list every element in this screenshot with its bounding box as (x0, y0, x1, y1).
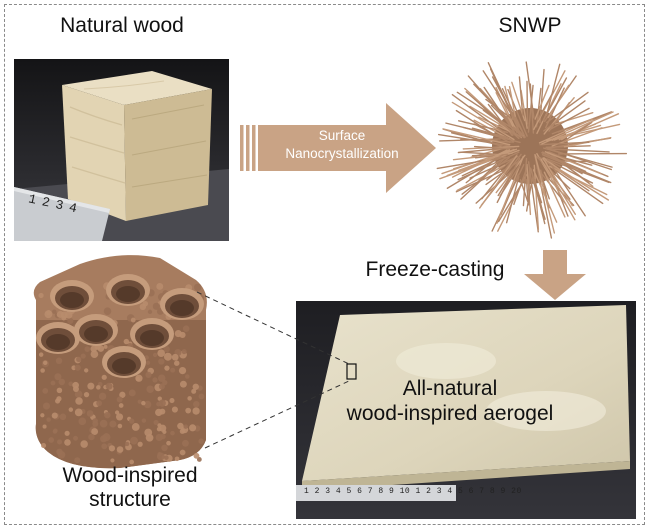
ruler-digit: 1 (304, 487, 310, 496)
ruler-digit: 10 (399, 487, 411, 496)
ruler-digit: 6 (357, 487, 363, 496)
ruler-digit: 7 (479, 487, 485, 496)
structure-label-line2: structure (89, 487, 171, 511)
ruler-digit: 20 (511, 487, 522, 496)
arrow-label-line1: Surface (318, 128, 366, 143)
ruler-digit: 1 (415, 487, 421, 496)
ruler-digit: 9 (500, 487, 506, 496)
snwp-particle-illustration (436, 61, 628, 239)
dashed-frame (4, 4, 645, 525)
aerogel-photo: 1 2 3 4 5 6 7 8 9 10 1 2 3 4 5 6 7 8 9 2… (296, 301, 636, 519)
aerogel-label-line2: wood-inspired aerogel (346, 402, 554, 426)
ruler-digit: 5 (458, 487, 464, 496)
ruler-digit: 4 (447, 487, 453, 496)
long-ruler-digits: 1 2 3 4 5 6 7 8 9 10 1 2 3 4 5 6 7 8 9 2… (304, 487, 522, 496)
leader-line-bottom (204, 380, 350, 449)
ruler-digit: 6 (468, 487, 474, 496)
wood-inspired-structure-label: Wood-inspired structure (30, 464, 230, 511)
ruler-digit: 2 (314, 487, 320, 496)
ruler-digit: 9 (389, 487, 395, 496)
wood-cube-illustration (14, 71, 229, 241)
leader-line-top (196, 291, 350, 365)
honeycomb-structure-illustration (33, 255, 207, 469)
snwp-label: SNWP (498, 14, 562, 37)
ruler-digit: 3 (436, 487, 443, 496)
arrow-label: Surface Nanocrystallization (262, 127, 422, 163)
ruler-digit: 8 (378, 487, 384, 496)
aerogel-label-line1: All-natural (402, 377, 498, 400)
aerogel-label: All-natural wood-inspired aerogel (330, 376, 570, 426)
natural-wood-photo: 1234 (14, 59, 229, 241)
ruler-digit: 8 (489, 487, 496, 496)
ruler-digit: 2 (426, 487, 432, 496)
ruler-digit: 4 (335, 487, 342, 496)
freeze-casting-label: Freeze-casting (365, 258, 505, 281)
natural-wood-label: Natural wood (60, 14, 184, 37)
process-arrow-down (524, 250, 586, 300)
structure-label-line1: Wood-inspired (62, 464, 198, 487)
process-arrow-right (240, 103, 436, 193)
ruler-digit: 3 (325, 487, 331, 496)
aerogel-board-illustration (296, 305, 630, 501)
ruler-digit: 5 (346, 487, 352, 496)
ruler-digit: 7 (367, 487, 374, 496)
arrow-label-line2: Nanocrystallization (285, 146, 399, 162)
